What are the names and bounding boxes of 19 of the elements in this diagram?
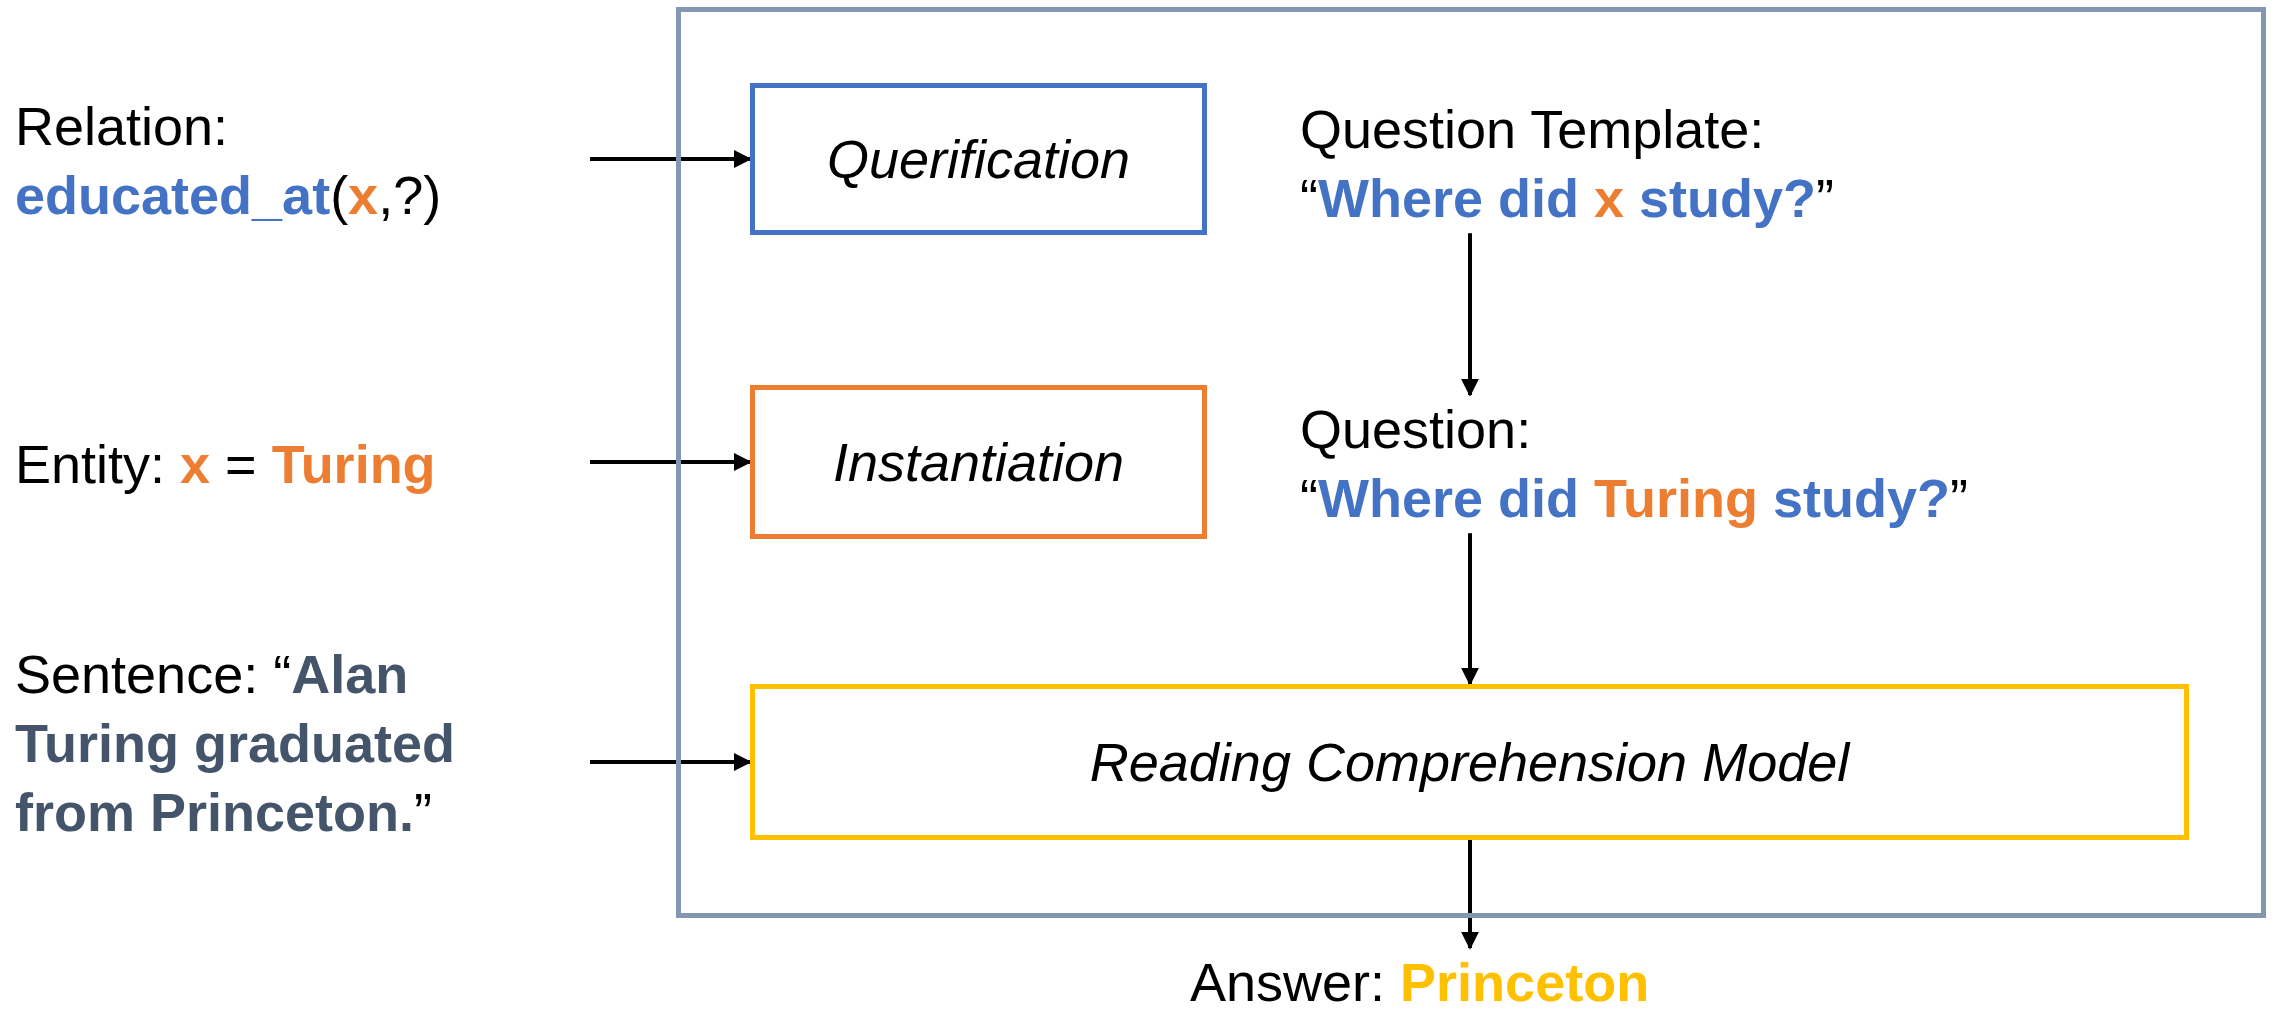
arrow [590, 150, 752, 168]
group-frame [676, 7, 2266, 918]
arrow [1461, 840, 1479, 950]
heading-label: Question Template: [1300, 98, 1766, 161]
process-box: Instantiation [750, 385, 1207, 539]
arrow [1461, 533, 1479, 686]
text-label: Entity: x = Turing [15, 430, 590, 500]
text-label: Sentence: “Alan Turing graduated from Princeton.” [15, 640, 590, 848]
arrow [590, 753, 752, 771]
quoted-text: “Where did x study?” [1300, 167, 1836, 231]
heading-label: Question: [1300, 398, 1533, 461]
arrow [590, 453, 752, 471]
process-box: Reading Comprehension Model [750, 684, 2189, 840]
process-box: Querification [750, 83, 1207, 235]
arrow [1461, 233, 1479, 397]
quoted-text: educated_at(x,?) [15, 164, 443, 228]
quoted-text: “Where did Turing study?” [1300, 467, 1969, 531]
text-label: Answer: Princeton [1190, 948, 1890, 1018]
heading-label: Relation: [15, 95, 230, 158]
